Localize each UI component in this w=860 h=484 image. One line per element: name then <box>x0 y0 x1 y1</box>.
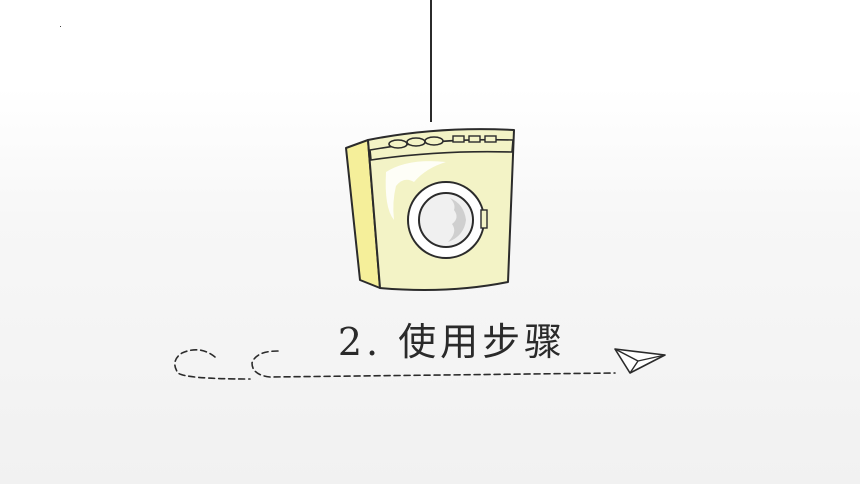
washing-machine-icon <box>345 128 515 291</box>
dashed-flight-path <box>174 348 666 380</box>
speck <box>60 26 61 27</box>
slide-title-text: 2. 使用步骤 <box>337 320 567 364</box>
hanging-string <box>430 0 432 122</box>
slide-title: 2. 使用步骤 <box>0 316 860 368</box>
paper-plane-icon <box>614 348 666 374</box>
